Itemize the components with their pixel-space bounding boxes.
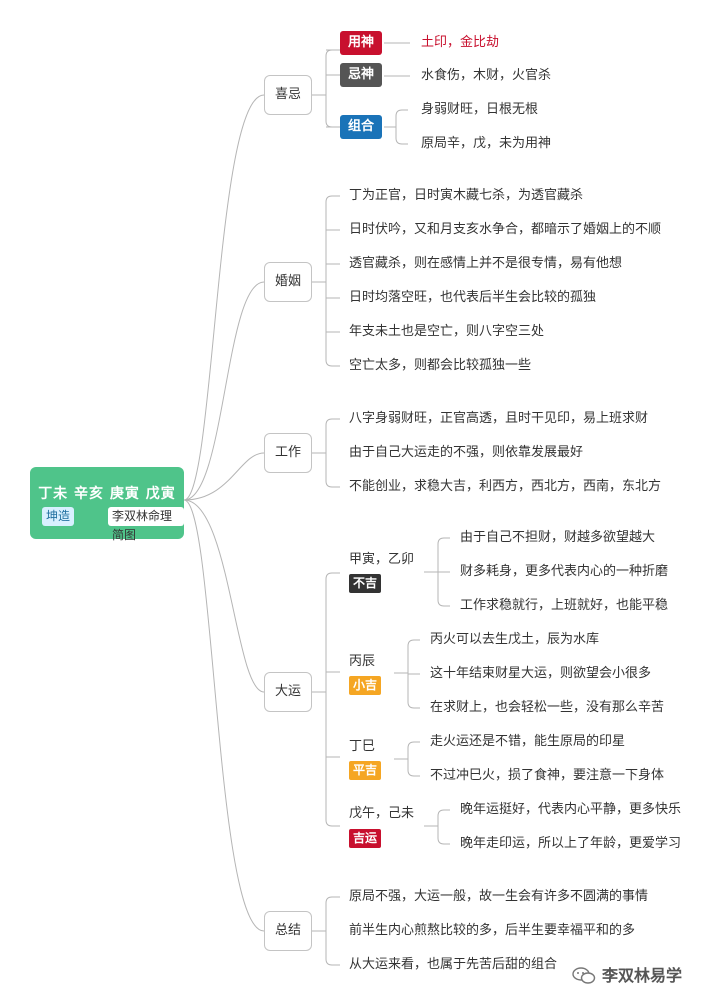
bazi-chart-title: 丁未 辛亥 庚寅 戊寅 [38,486,176,502]
dayun-item: 由于自己不担财，财越多欲望越大 [460,530,656,545]
zuhe-item: 原局辛，戊，未为用神 [421,136,552,151]
dayun-badge: 小吉 [349,676,382,695]
hunyin-item: 日时伏吟，又和月支亥水争合，都暗示了婚姻上的不顺 [349,222,662,237]
dayun-badge: 平吉 [349,761,382,780]
yongshen-value: 土印，金比劫 [421,35,500,50]
branch-dayun[interactable]: 大运 [264,672,312,712]
root-node[interactable]: 丁未 辛亥 庚寅 戊寅 坤造 李双林命理简图 [30,467,184,542]
gongzuo-item: 八字身弱财旺，正官高透，且时干见印，易上班求财 [349,411,649,426]
dayun-item: 晚年运挺好，代表内心平静，更多快乐 [460,802,682,817]
zuhe-item: 身弱财旺，日根无根 [421,102,539,117]
hunyin-item: 透官藏杀，则在感情上并不是很专情，易有他想 [349,256,623,271]
zongjie-item: 原局不强，大运一般，故一生会有许多不圆满的事情 [349,889,649,904]
dayun-item: 不过冲巳火，损了食神，要注意一下身体 [430,768,665,783]
hunyin-item: 丁为正官，日时寅木藏七杀，为透官藏杀 [349,188,584,203]
dayun-period-name[interactable]: 戊午，己未 [349,806,415,821]
dayun-period-name[interactable]: 甲寅，乙卯 [349,552,415,567]
yongshen-pill[interactable]: 用神 [340,31,383,55]
branch-hunyin[interactable]: 婚姻 [264,262,312,302]
jishen-value: 水食伤，木财，火官杀 [421,68,552,83]
watermark-text: 李双林易学 [602,966,683,985]
gongzuo-item: 由于自己大运走的不强，则依靠发展最好 [349,445,584,460]
chart-name-tag: 李双林命理简图 [108,507,184,542]
dayun-item: 这十年结束财星大运，则欲望会小很多 [430,666,652,681]
zuhe-pill[interactable]: 组合 [340,115,383,139]
gongzuo-item: 不能创业，求稳大吉，利西方，西北方，西南，东北方 [349,479,662,494]
dayun-period-name[interactable]: 丁巳 [349,739,376,754]
dayun-item: 走火运还是不错，能生原局的印星 [430,734,626,749]
dayun-badge: 吉运 [349,829,382,848]
zongjie-item: 从大运来看，也属于先苦后甜的组合 [349,957,558,972]
dayun-item: 工作求稳就行，上班就好，也能平稳 [460,598,669,613]
zongjie-item: 前半生内心煎熬比较的多，后半生要幸福平和的多 [349,923,636,938]
branch-zongjie[interactable]: 总结 [264,911,312,951]
dayun-item: 晚年走印运，所以上了年龄，更爱学习 [460,836,682,851]
dayun-badge: 不吉 [349,574,382,593]
hunyin-item: 年支未土也是空亡，则八字空三处 [349,324,545,339]
wechat-icon [572,967,596,984]
branch-gongzuo[interactable]: 工作 [264,433,312,473]
dayun-item: 财多耗身，更多代表内心的一种折磨 [460,564,669,579]
hunyin-item: 空亡太多，则都会比较孤独一些 [349,358,532,373]
branch-xiji[interactable]: 喜忌 [264,75,312,115]
dayun-period-name[interactable]: 丙辰 [349,654,376,669]
gender-tag: 坤造 [42,507,75,526]
dayun-item: 在求财上，也会轻松一些，没有那么辛苦 [430,700,665,715]
jishen-pill[interactable]: 忌神 [340,63,383,87]
hunyin-item: 日时均落空旺，也代表后半生会比较的孤独 [349,290,597,305]
dayun-item: 丙火可以去生戊土，辰为水库 [430,632,600,647]
